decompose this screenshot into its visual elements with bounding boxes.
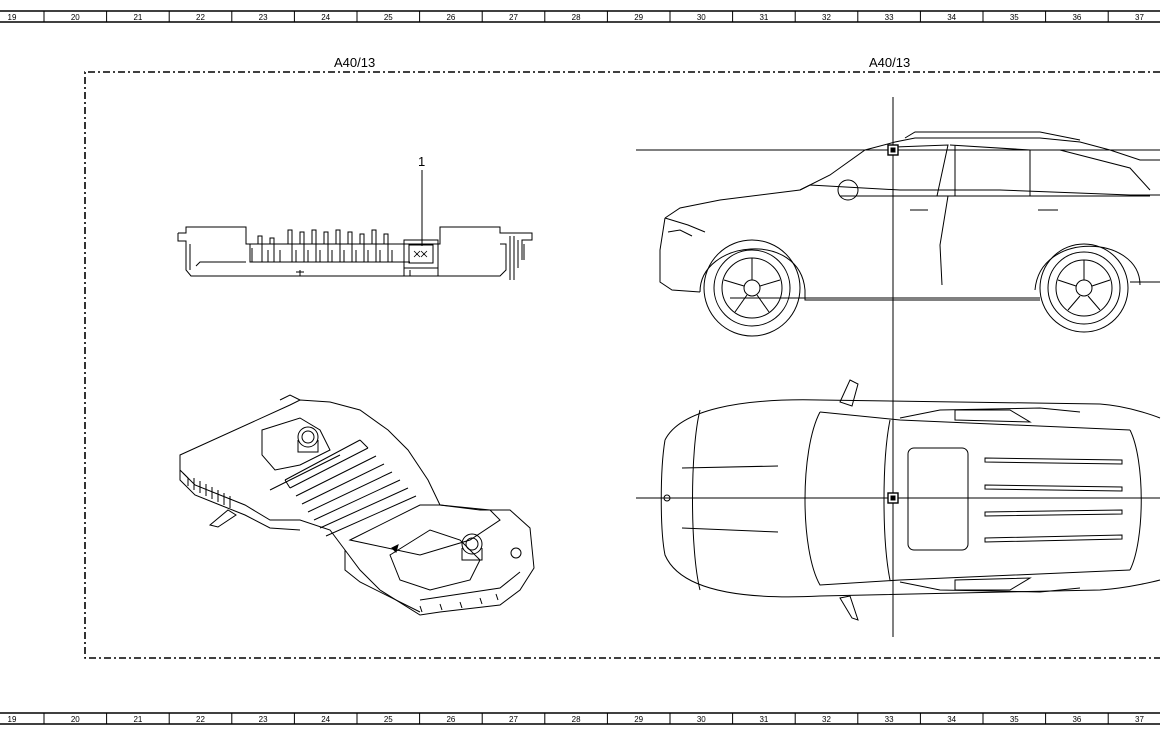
component-boundary-frame: [84, 71, 1160, 659]
column-ruler-top-svg: 19 20 21 22 23 24 25 26 27 28 29 30 31 32 33 34 35 36 37: [0, 10, 1160, 23]
ruler-top-column-number: 27: [509, 13, 518, 22]
ruler-top-column-number: 19: [8, 13, 17, 22]
ruler-bottom-column-number: 26: [446, 715, 455, 724]
ruler-bottom-column-number: 37: [1135, 715, 1144, 724]
ruler-top-column-number: 37: [1135, 13, 1144, 22]
vehicle-side-view: [659, 131, 1160, 337]
ruler-bottom-column-number: 27: [509, 715, 518, 724]
ruler-bottom-column-number: 35: [1010, 715, 1019, 724]
location-crosshair: [636, 97, 1160, 637]
ruler-bottom-column-number: 25: [384, 715, 393, 724]
ruler-bottom-column-number: 19: [8, 715, 17, 724]
ruler-bottom-column-number: 30: [697, 715, 706, 724]
ruler-top-column-number: 36: [1072, 13, 1081, 22]
ruler-bottom-column-number: 21: [133, 715, 142, 724]
ruler-top-column-number: 35: [1010, 13, 1019, 22]
module-side-view: [177, 226, 533, 280]
ruler-top-column-number: 33: [885, 13, 894, 22]
ruler-bottom-column-number: 28: [572, 715, 581, 724]
module-isometric-view: [179, 394, 535, 616]
ruler-top-column-number: 28: [572, 13, 581, 22]
ruler-top-column-number: 20: [71, 13, 80, 22]
component-label-right: A40/13: [869, 55, 911, 70]
ruler-bottom-column-number: 24: [321, 715, 330, 724]
ruler-top-column-number: 21: [133, 13, 142, 22]
ruler-bottom-column-number: 29: [634, 715, 643, 724]
ruler-top-column-number: 25: [384, 13, 393, 22]
ruler-top-column-number: 29: [634, 13, 643, 22]
callout-number-1: 1: [418, 154, 426, 169]
ruler-bottom-column-number: 31: [759, 715, 768, 724]
ruler-top-column-number: 26: [446, 13, 455, 22]
ruler-top-column-number: 34: [947, 13, 956, 22]
vehicle-top-view: [660, 379, 1161, 621]
ruler-top-column-number: 24: [321, 13, 330, 22]
component-label-left: A40/13: [334, 55, 376, 70]
ruler-top-column-number: 22: [196, 13, 205, 22]
ruler-top-column-number: 23: [259, 13, 268, 22]
ruler-top-column-number: 31: [759, 13, 768, 22]
column-ruler-bottom-svg: 19 20 21 22 23 24 25 26 27 28 29 30 31 32 33 34 35 36 37: [0, 712, 1160, 725]
column-ruler-top: 19 20 21 22 23 24 25 26 27 28 29 30 31 32 33 34 35 36 37: [0, 10, 1168, 23]
ruler-bottom-column-number: 22: [196, 715, 205, 724]
column-ruler-bottom: 19 20 21 22 23 24 25 26 27 28 29 30 31 32 33 34 35 36 37: [0, 712, 1168, 725]
ruler-bottom-column-number: 36: [1072, 715, 1081, 724]
ruler-bottom-column-number: 32: [822, 715, 831, 724]
ruler-top-column-number: 30: [697, 13, 706, 22]
ruler-bottom-column-number: 34: [947, 715, 956, 724]
ruler-bottom-column-number: 33: [885, 715, 894, 724]
ruler-bottom-column-number: 20: [71, 715, 80, 724]
ruler-top-column-number: 32: [822, 13, 831, 22]
ruler-bottom-column-number: 23: [259, 715, 268, 724]
